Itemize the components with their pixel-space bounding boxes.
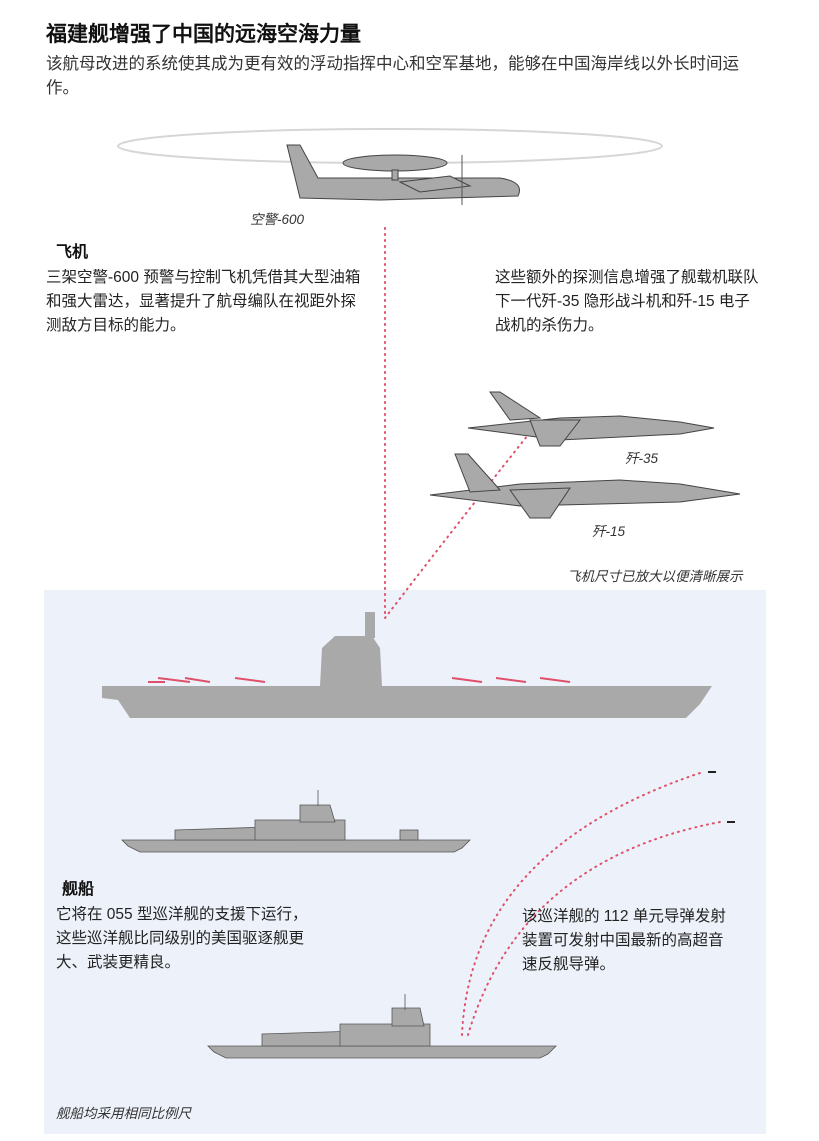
ships-scale-note: 舰船均采用相同比例尺 bbox=[56, 1106, 191, 1121]
page-subtitle: 该航母改进的系统使其成为更有效的浮动指挥中心和空军基地，能够在中国海岸线以外长时… bbox=[46, 55, 739, 97]
awacs-plane-icon bbox=[286, 144, 520, 205]
j35-fighter-icon bbox=[467, 391, 715, 447]
missile-icon bbox=[708, 771, 716, 773]
cruiser-ship-icon bbox=[121, 790, 471, 853]
aircraft-scale-note: 飞机尺寸已放大以便清晰展示 bbox=[567, 569, 743, 584]
ships-right-text: 该巡洋舰的 112 单元导弹发射装置可发射中国最新的高超音速反舰导弹。 bbox=[522, 908, 726, 973]
aircraft-heading: 飞机 bbox=[56, 244, 89, 261]
cruiser-ship-icon bbox=[207, 994, 557, 1059]
link-lines bbox=[384, 227, 721, 1036]
j15-label: 歼-15 bbox=[592, 524, 626, 539]
aircraft-right-text: 这些额外的探测信息增强了舰载机联队下一代歼-35 隐形战斗机和歼-15 电子战机… bbox=[495, 269, 759, 334]
j15-fighter-icon bbox=[429, 453, 741, 519]
ships-left-text: 它将在 055 型巡洋舰的支援下运行，这些巡洋舰比同级别的美国驱逐舰更大、武装更… bbox=[56, 906, 308, 971]
j35-label: 歼-35 bbox=[625, 451, 659, 466]
ships-heading: 舰船 bbox=[62, 881, 95, 898]
aircraft-left-text: 三架空警-600 预警与控制飞机凭借其大型油箱和强大雷达，显著提升了航母编队在视… bbox=[46, 269, 361, 334]
awacs-label: 空警-600 bbox=[250, 212, 305, 227]
page-title: 福建舰增强了中国的远海空海力量 bbox=[46, 23, 361, 46]
carrier-ship-icon bbox=[102, 612, 712, 718]
missile-icon bbox=[727, 821, 735, 823]
